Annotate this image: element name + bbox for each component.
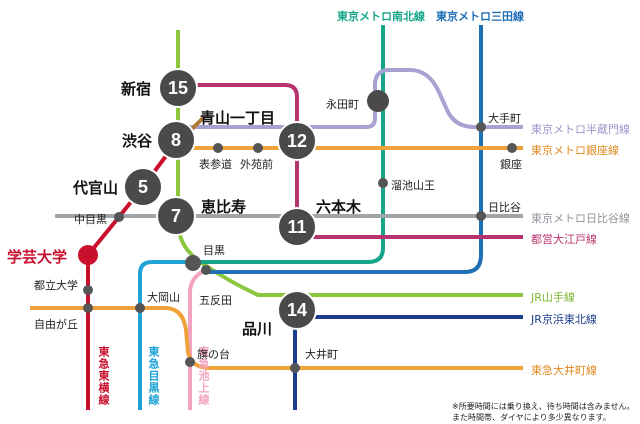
station-otemachi: 大手町 <box>488 112 521 125</box>
station-shinagawa: 品川 <box>242 320 273 338</box>
circle-ebisu <box>156 196 196 236</box>
station-dot-gaienmae <box>253 143 263 153</box>
label-meguro-line: 東急目黒線 <box>147 346 160 406</box>
station-dot-toritsudaigaku <box>83 285 93 295</box>
footnote-line-1: ※所要時間には乗り換え、待ち時間は含みません。 <box>452 402 635 411</box>
time-shinjuku: 15 <box>168 78 188 98</box>
time-shinagawa: 14 <box>287 300 307 320</box>
footnote: ※所要時間には乗り換え、待ち時間は含みません。 また時間帯、ダイヤにより多少異な… <box>452 401 634 423</box>
footnote-line-2: また時間帯、ダイヤにより多少異なります。 <box>452 413 611 422</box>
station-hibiya: 日比谷 <box>488 201 521 214</box>
station-hatanodai: 旗の台 <box>197 348 230 361</box>
station-dot-nakameguro <box>114 212 124 222</box>
time-aoyama: 12 <box>287 131 307 151</box>
meguro-line <box>138 260 191 410</box>
station-daikanyama: 代官山 <box>73 179 119 197</box>
station-dot-omotesando <box>213 143 223 153</box>
label-toyoko: 東急東横線 <box>97 346 110 406</box>
station-dot-nagatacho <box>367 90 389 112</box>
station-dot-jiyugaoka <box>83 303 93 313</box>
label-yamanote: JR山手線 <box>531 291 575 304</box>
label-mita: 東京メトロ三田線 <box>436 10 524 23</box>
circle-aoyama <box>277 121 317 161</box>
station-nagatacho: 永田町 <box>326 98 359 111</box>
station-nakameguro: 中目黒 <box>74 213 107 226</box>
station-toritsudaigaku: 都立大学 <box>34 279 78 292</box>
label-hibiya: 東京メトロ日比谷線 <box>531 212 630 225</box>
time-circles <box>123 68 317 330</box>
label-oimachi: 東急大井町線 <box>531 364 597 377</box>
oimachi-line <box>30 306 523 370</box>
circle-roppongi <box>277 207 317 247</box>
label-ginza: 東京メトロ銀座線 <box>531 144 619 157</box>
station-shinjuku: 新宿 <box>121 80 152 98</box>
label-keihin: JR京浜東北線 <box>531 313 597 326</box>
time-roppongi: 11 <box>287 217 306 237</box>
station-roppongi: 六本木 <box>316 198 362 216</box>
station-dot-oimachi <box>290 363 300 373</box>
station-dot-gakugei <box>78 245 98 265</box>
time-daikanyama: 5 <box>138 177 148 197</box>
circle-daikanyama <box>123 167 163 207</box>
circle-shinagawa <box>277 290 317 330</box>
label-ikegami: 東急池上線 <box>197 346 210 406</box>
station-gakugei: 学芸大学 <box>7 248 68 266</box>
station-oimachi: 大井町 <box>305 348 338 361</box>
station-omotesando: 表参道 <box>199 158 232 171</box>
station-ookayama: 大岡山 <box>147 291 180 304</box>
circle-shibuya <box>156 120 196 160</box>
station-tameike: 溜池山王 <box>391 179 435 192</box>
station-dot-hatanodai <box>185 357 195 367</box>
circle-shinjuku <box>158 68 198 108</box>
station-dot-meguro <box>185 255 201 271</box>
keihin-line <box>293 315 523 410</box>
station-dot-ookayama <box>135 303 145 313</box>
station-dot-otemachi <box>476 122 486 132</box>
time-shibuya: 8 <box>171 130 181 150</box>
station-aoyama: 青山一丁目 <box>200 109 276 127</box>
station-ginza: 銀座 <box>500 158 522 171</box>
label-hanzomon: 東京メトロ半蔵門線 <box>531 123 630 136</box>
station-meguro: 目黒 <box>203 244 225 257</box>
station-dot-tameike <box>378 178 388 188</box>
station-jiyugaoka: 自由が丘 <box>34 318 78 331</box>
hanzomon-line <box>185 68 523 129</box>
station-dot-gotanda <box>201 265 211 275</box>
station-gaienmae: 外苑前 <box>240 158 273 171</box>
label-namboku: 東京メトロ南北線 <box>337 10 425 23</box>
station-shibuya: 渋谷 <box>122 132 153 150</box>
label-oedo: 都営大江戸線 <box>531 233 597 246</box>
station-gotanda: 五反田 <box>199 294 232 307</box>
transfer-dots <box>83 122 517 373</box>
station-dot-hibiya <box>476 211 486 221</box>
mita-line <box>205 25 483 274</box>
time-ebisu: 7 <box>171 206 181 226</box>
station-ebisu: 恵比寿 <box>201 198 247 216</box>
time-numbers: 15 8 5 7 12 11 14 <box>138 78 307 320</box>
station-dot-ginza <box>507 143 517 153</box>
